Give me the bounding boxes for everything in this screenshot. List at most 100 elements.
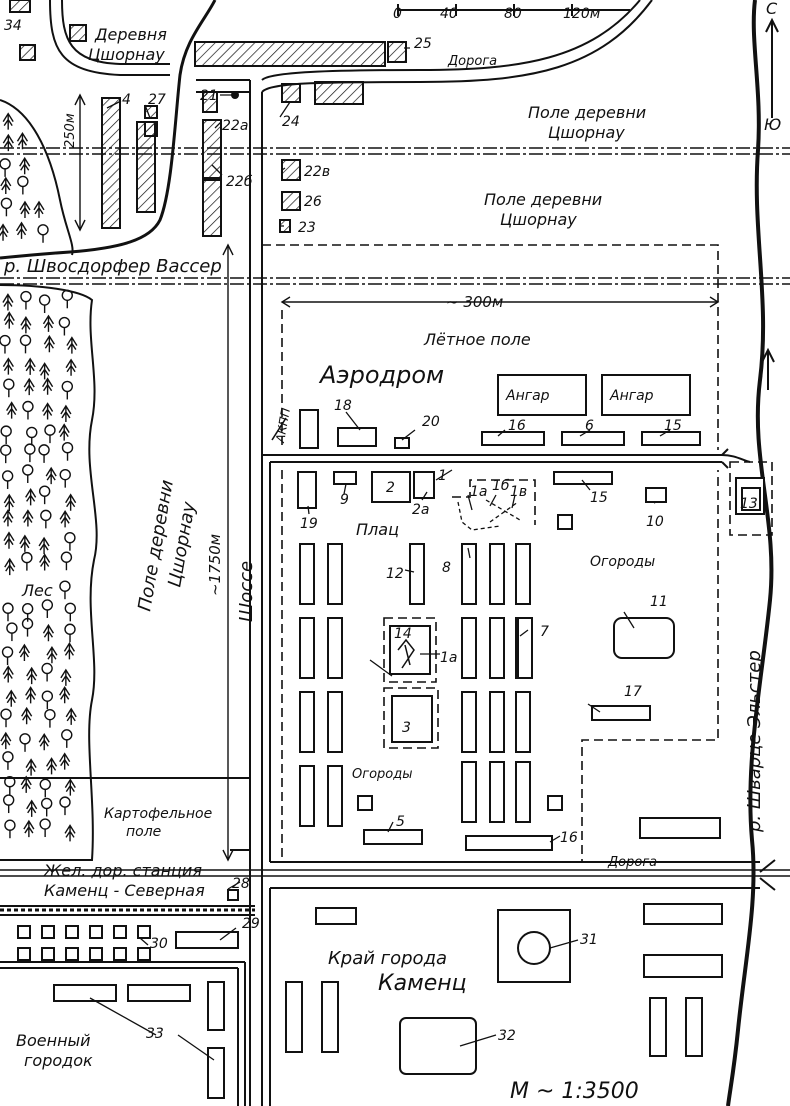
station-house <box>137 925 151 939</box>
building-18: 18 <box>334 398 352 414</box>
tree-icon <box>59 796 71 808</box>
tree-icon <box>61 442 74 454</box>
tree-icon <box>61 380 73 393</box>
gardens-label-1: Огороды <box>590 554 655 570</box>
tree-icon <box>40 797 53 810</box>
tree-icon <box>2 133 14 152</box>
tree-icon <box>59 468 71 481</box>
building-1a-2: 1а <box>440 650 458 666</box>
village-buildings <box>9 0 407 237</box>
building-5: 5 <box>396 814 405 830</box>
river-schwosdorfer <box>0 0 217 260</box>
tree-icon <box>41 662 53 675</box>
tree-icon <box>42 623 55 642</box>
potato-field-1: Картофельное <box>104 806 212 822</box>
station-house <box>17 947 31 961</box>
station-house <box>137 947 151 961</box>
tree-icon <box>0 444 12 456</box>
tree-icon <box>59 509 71 528</box>
building-27: 27 <box>148 92 166 108</box>
tree-icon <box>65 707 77 725</box>
tree-icon <box>4 557 16 576</box>
tree-icon <box>1 646 14 658</box>
town-buildings <box>53 889 723 1099</box>
tree-icon <box>2 357 14 375</box>
tree-icon <box>63 642 76 660</box>
tree-icon <box>60 551 73 563</box>
building-8: 8 <box>442 560 451 576</box>
tree-icon <box>38 732 50 751</box>
building-16b: 16 <box>560 830 578 846</box>
road-labels: Дорога Дорога Шоссе р. Швосдорфер Вассер… <box>3 54 765 1104</box>
forest <box>0 99 98 861</box>
tree-icon <box>18 643 31 661</box>
building-9: 9 <box>340 492 349 508</box>
building-11: 11 <box>650 594 668 610</box>
building-20: 20 <box>422 414 440 430</box>
tree-icon <box>25 758 37 776</box>
road-label-top: Дорога <box>447 54 497 69</box>
field-top-1-line2: Цшорнау <box>548 123 625 142</box>
building-25: 25 <box>414 36 432 52</box>
tree-icon <box>2 509 14 527</box>
tree-icon <box>2 602 14 614</box>
station-line2: Каменц - Северная <box>44 881 205 900</box>
building-6: 6 <box>585 418 594 434</box>
tree-icon <box>58 316 71 329</box>
tree-icon <box>20 316 32 334</box>
tree-icon <box>4 819 16 831</box>
tree-icon <box>0 158 11 170</box>
scale-bar: 0 40 80 120м <box>393 4 630 22</box>
tree-icon <box>42 402 54 420</box>
river-schwarze-elster <box>726 0 774 1106</box>
building-2: 2 <box>386 480 395 496</box>
airfield-label: Аэродром <box>318 361 444 389</box>
building-31: 31 <box>580 932 598 948</box>
building-34: 34 <box>4 18 22 34</box>
building-22a: 22а <box>222 118 248 134</box>
town-line1: Край города <box>328 948 447 969</box>
tree-icon <box>0 708 12 720</box>
scale-ratio: М ~ 1:3500 <box>510 1079 639 1104</box>
tree-icon <box>61 289 73 301</box>
tree-icon <box>23 819 35 838</box>
building-15b: 15 <box>590 490 608 506</box>
building-26: 26 <box>304 194 322 210</box>
tree-icon <box>66 336 78 354</box>
village-dimension: 250м <box>63 113 78 148</box>
tree-icon <box>44 708 56 721</box>
tree-icon <box>41 599 54 611</box>
tree-icon <box>21 603 34 615</box>
tree-icon <box>43 334 55 353</box>
station-house <box>65 925 79 939</box>
compass: С Ю <box>764 0 781 134</box>
tree-icon <box>38 444 50 456</box>
tree-icon <box>42 314 55 332</box>
tree-icon <box>19 156 31 175</box>
building-23: 23 <box>298 220 316 236</box>
tree-icon <box>39 778 51 791</box>
tree-icon <box>20 775 32 793</box>
building-4: 4 <box>122 92 131 108</box>
tree-icon <box>0 731 12 750</box>
tree-icon <box>5 689 17 707</box>
railway <box>0 147 790 916</box>
tree-icon <box>40 509 52 522</box>
airfield-zone-label: Лётное поле <box>423 330 531 349</box>
tree-icon <box>19 200 31 218</box>
village-name-1: Деревня <box>94 25 167 44</box>
leader-lines <box>89 47 671 1061</box>
tree-icon <box>45 466 57 485</box>
tree-icon <box>61 729 73 741</box>
dimension-lines <box>74 93 720 862</box>
tree-icon <box>2 751 14 763</box>
military-line1: Военный <box>16 1031 91 1050</box>
tree-icon <box>42 377 54 395</box>
tree-icon <box>59 752 71 770</box>
tree-icon <box>64 602 76 615</box>
length-dimension: ~1750м <box>206 534 224 596</box>
military-line2: городок <box>24 1051 93 1070</box>
tree-icon <box>64 824 76 842</box>
building-1b: 1б <box>492 478 510 494</box>
tree-icon <box>6 622 18 634</box>
